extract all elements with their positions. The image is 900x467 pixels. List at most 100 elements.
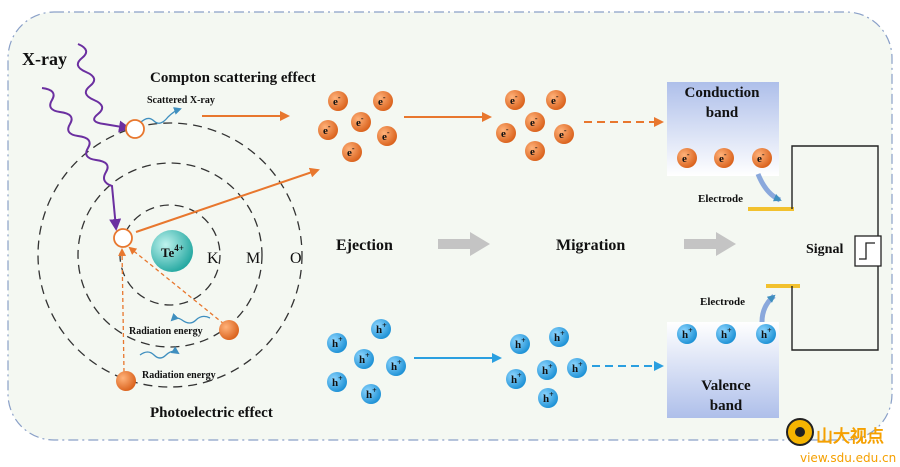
hole-particle: h+	[538, 388, 558, 408]
xray-wave-1	[76, 43, 131, 133]
compton-label: Compton scattering effect	[150, 70, 316, 86]
shell-electron-2	[116, 371, 136, 391]
svg-text:h+: h+	[721, 326, 732, 341]
svg-text:h+: h+	[332, 335, 343, 350]
signal-step-icon	[859, 242, 875, 260]
electron-particle: e-	[342, 142, 362, 162]
radiation-energy-label-2: Radiation energy	[142, 370, 216, 381]
electron-particle: e-	[714, 148, 734, 168]
electron-particle: e-	[677, 148, 697, 168]
svg-text:e-: e-	[551, 92, 559, 107]
svg-text:h+: h+	[511, 371, 522, 386]
radiation-arrow-1	[170, 312, 211, 324]
svg-text:e-: e-	[323, 122, 331, 137]
compton-vacancy	[125, 119, 145, 139]
svg-text:e-: e-	[382, 128, 390, 143]
shell-electron-1	[219, 320, 239, 340]
hole-particles: h+h+h+h+h+h+h+h+h+h+h+h+h+h+h+	[327, 319, 776, 408]
electrode-bottom-label: Electrode	[700, 296, 745, 308]
electron-particle: e-	[373, 91, 393, 111]
shell-m-label: M	[246, 250, 260, 267]
electron-particle: e-	[318, 120, 338, 140]
ion-symbol: Te	[161, 245, 174, 260]
hole-particle: h+	[677, 324, 697, 344]
signal-label: Signal	[806, 242, 843, 257]
transition-arrow-2	[118, 248, 127, 373]
svg-text:e-: e-	[757, 150, 765, 165]
svg-text:Te4+: Te4+	[161, 243, 184, 260]
electron-particles: e-e-e-e-e-e-e-e-e-e-e-e-e-e-e-	[318, 90, 772, 168]
svg-text:h+: h+	[376, 321, 387, 336]
xray-label: X-ray	[22, 49, 67, 69]
signal-box	[854, 235, 882, 267]
ejection-label: Ejection	[336, 237, 393, 254]
electron-particle: e-	[377, 126, 397, 146]
electron-particle: e-	[554, 124, 574, 144]
svg-text:e-: e-	[530, 143, 538, 158]
hole-particle: h+	[354, 349, 374, 369]
electron-to-electrode-arrow	[755, 173, 782, 203]
svg-text:h+: h+	[332, 374, 343, 389]
svg-text:h+: h+	[761, 326, 772, 341]
shell-o	[37, 122, 303, 388]
te-ion: Te4+	[151, 230, 193, 272]
svg-text:h+: h+	[366, 386, 377, 401]
svg-text:e-: e-	[347, 144, 355, 159]
photoelectric-vacancy	[113, 228, 133, 248]
svg-text:h+: h+	[359, 351, 370, 366]
electron-particle: e-	[505, 90, 525, 110]
svg-text:h+: h+	[543, 390, 554, 405]
svg-text:h+: h+	[682, 326, 693, 341]
svg-text:e-: e-	[378, 93, 386, 108]
svg-text:e-: e-	[510, 92, 518, 107]
hole-particle: h+	[537, 360, 557, 380]
svg-text:h+: h+	[542, 362, 553, 377]
hole-to-electrode-arrow	[759, 294, 776, 323]
svg-text:h+: h+	[391, 358, 402, 373]
electrode-top-label: Electrode	[698, 193, 743, 205]
svg-text:e-: e-	[356, 114, 364, 129]
scattered-xray-arrow	[139, 107, 182, 124]
valence-band-label-2: band	[710, 398, 743, 414]
svg-text:e-: e-	[719, 150, 727, 165]
electron-particle: e-	[752, 148, 772, 168]
hole-particle: h+	[371, 319, 391, 339]
watermark-url: view.sdu.edu.cn	[800, 451, 896, 465]
electron-particle: e-	[525, 112, 545, 132]
electron-particle: e-	[546, 90, 566, 110]
electron-particle: e-	[496, 123, 516, 143]
transition-arrow-1	[128, 246, 225, 325]
shell-m	[77, 162, 263, 348]
svg-text:e-: e-	[333, 93, 341, 108]
hole-particle: h+	[756, 324, 776, 344]
electron-particle: e-	[351, 112, 371, 132]
svg-text:e-: e-	[501, 125, 509, 140]
svg-text:h+: h+	[515, 336, 526, 351]
hole-particle: h+	[567, 358, 587, 378]
hole-particle: h+	[510, 334, 530, 354]
hole-particle: h+	[716, 324, 736, 344]
ion-charge: 4+	[174, 243, 184, 253]
radiation-energy-label-1: Radiation energy	[129, 326, 203, 337]
scattered-xray-label: Scattered X-ray	[147, 95, 215, 106]
svg-text:e-: e-	[682, 150, 690, 165]
radiation-arrow-2	[139, 346, 180, 359]
watermark-title: 山大视点	[816, 426, 884, 447]
electron-particle: e-	[328, 91, 348, 111]
hole-particle: h+	[327, 372, 347, 392]
conduction-band-label-2: band	[706, 105, 739, 121]
hole-particle: h+	[327, 333, 347, 353]
photoelectric-eject-arrow	[135, 167, 320, 233]
hole-particle: h+	[506, 369, 526, 389]
xray-wave-2	[41, 87, 122, 231]
valence-band-label-1: Valence	[701, 378, 751, 394]
electron-particle: e-	[525, 141, 545, 161]
shell-o-label: O	[290, 250, 302, 267]
svg-text:h+: h+	[572, 360, 583, 375]
shell-k-label: K	[207, 250, 219, 267]
migration-grey-arrow	[684, 232, 736, 256]
svg-text:e-: e-	[530, 114, 538, 129]
ejection-grey-arrow	[438, 232, 490, 256]
hole-particle: h+	[361, 384, 381, 404]
